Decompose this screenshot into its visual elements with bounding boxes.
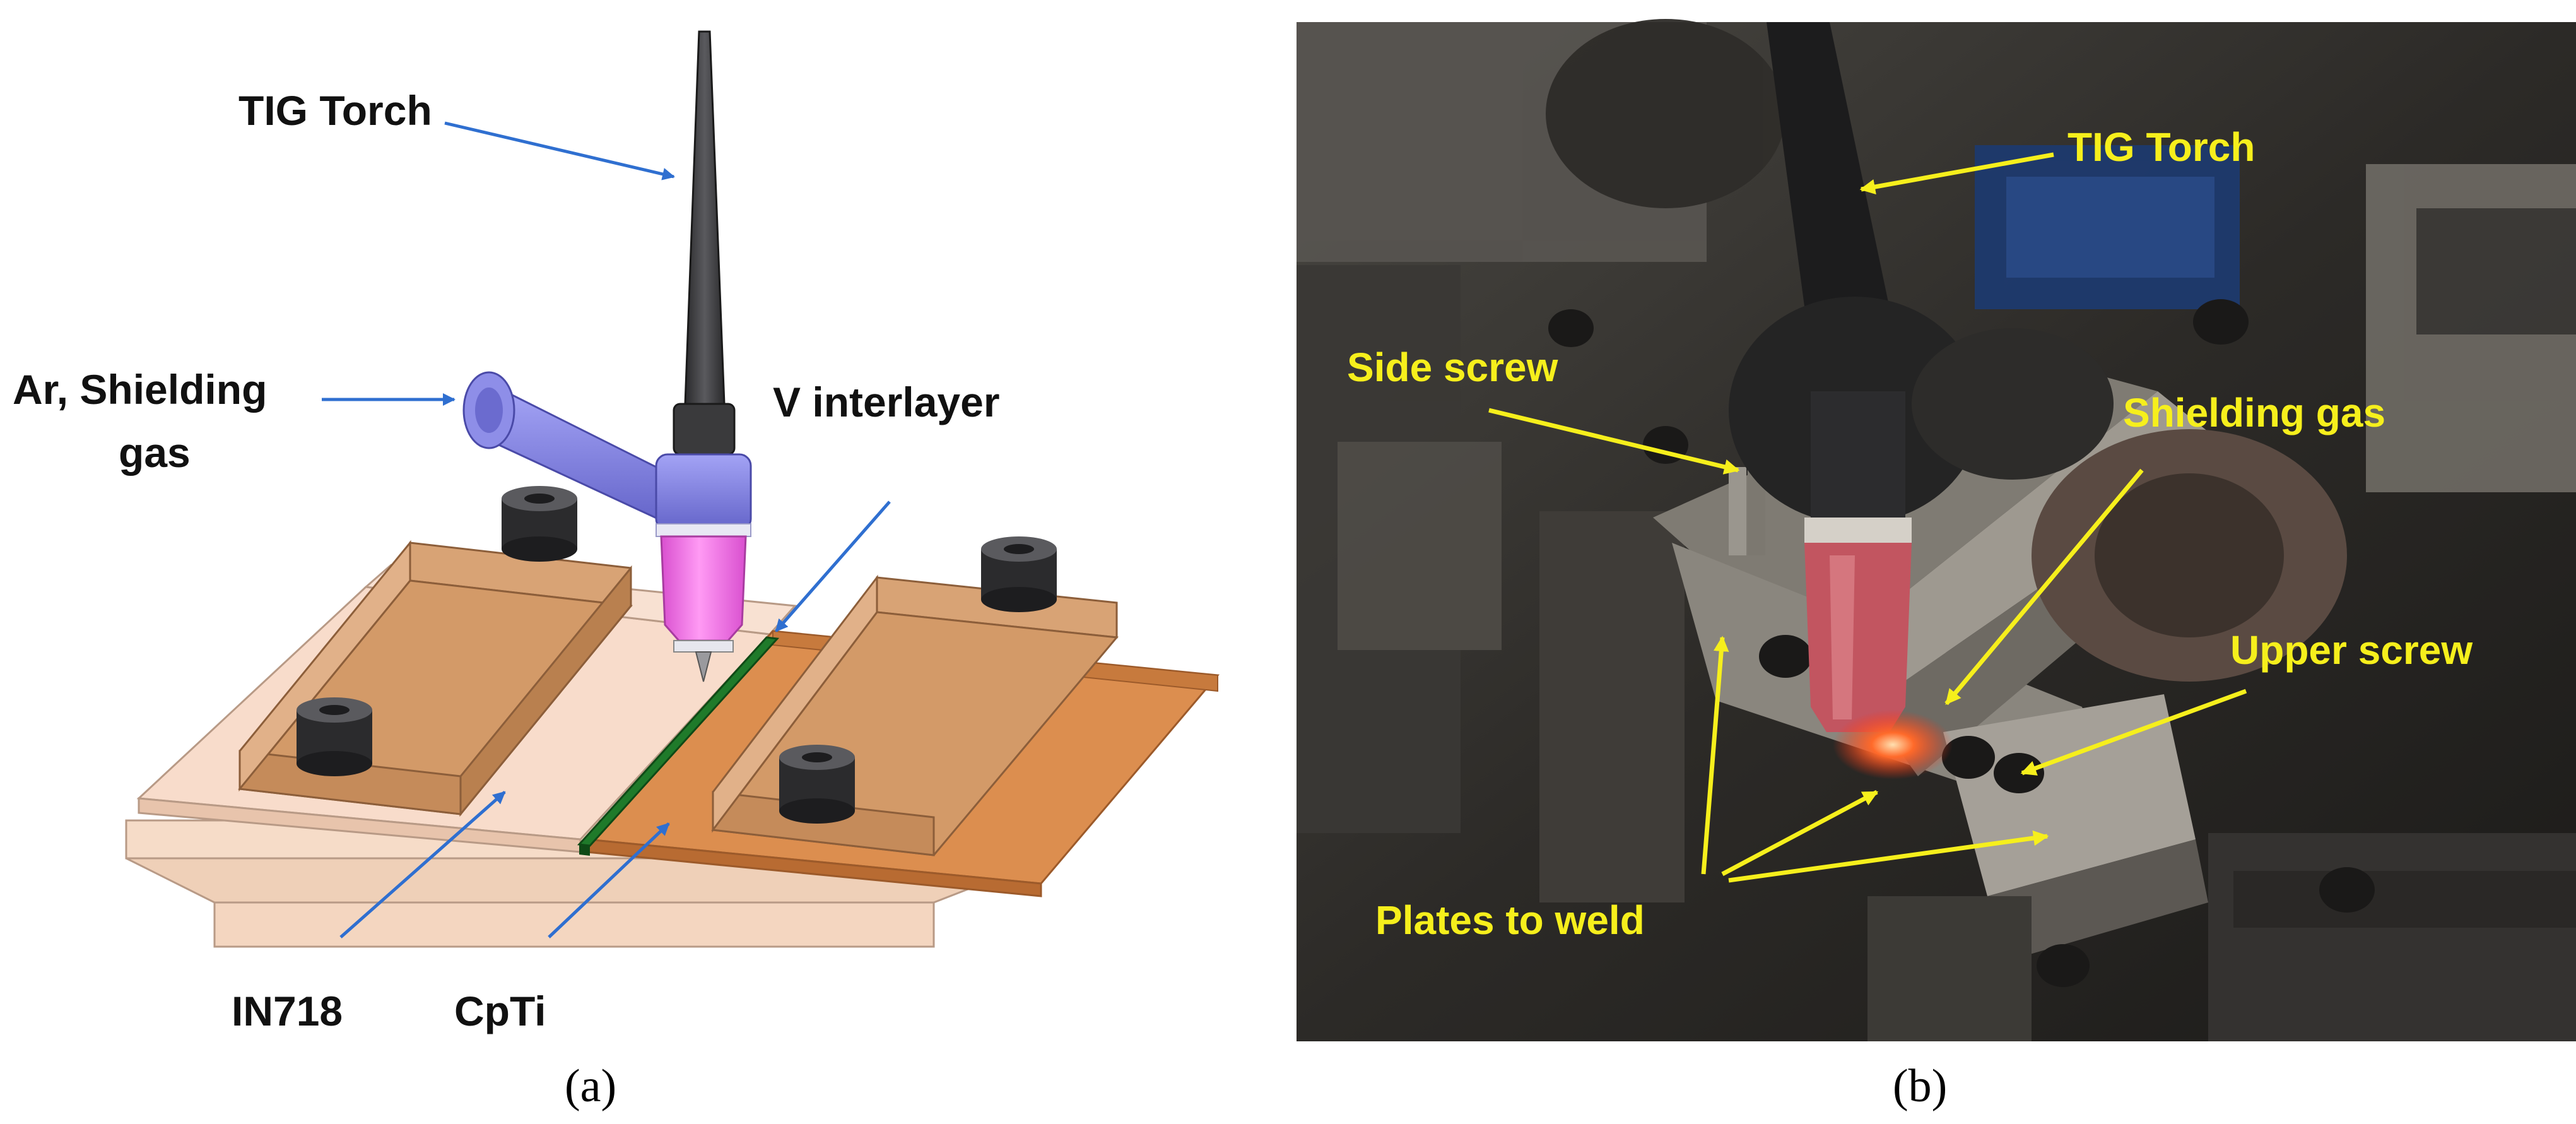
callout-arrows-b	[1488, 152, 2247, 883]
label-shielding-gas-line1: Ar, Shielding	[13, 366, 267, 413]
arrow-photo-shielding-gas	[1944, 468, 2144, 706]
gas-nozzle-arm	[462, 371, 683, 526]
arrow-plates-left	[1701, 636, 1729, 875]
label-shielding-gas-line2: gas	[119, 429, 191, 476]
panel-b-photo: TIG Torch Side screw Shielding gas Upper…	[1297, 19, 2576, 1112]
screw-2	[981, 536, 1057, 612]
photo-background	[1297, 19, 2576, 902]
caption-a: (a)	[565, 1060, 616, 1112]
callout-arrows-a	[322, 121, 891, 938]
label-photo-shielding-gas: Shielding gas	[2123, 390, 2385, 435]
arrow-plates-mid	[1721, 790, 1879, 877]
label-in718: IN718	[232, 988, 343, 1034]
arrow-side-screw	[1488, 408, 1740, 475]
arrow-photo-tig-torch	[1859, 152, 2054, 195]
label-side-screw: Side screw	[1347, 345, 1558, 390]
panel-a-schematic: TIG Torch Ar, Shielding gas V interlayer…	[13, 30, 1220, 1112]
ceramic-cup	[660, 535, 747, 682]
tig-torch-model	[462, 30, 752, 682]
screw-4	[779, 745, 855, 824]
photo-torch	[1729, 22, 2347, 779]
label-v-interlayer: V interlayer	[773, 379, 1000, 425]
arrow-upper-screw	[2020, 689, 2247, 776]
arrow-v-interlayer	[775, 500, 891, 632]
screw-3	[297, 697, 372, 776]
arrow-in718	[339, 791, 506, 938]
label-cpti: CpTi	[454, 988, 546, 1034]
arrow-cpti	[548, 822, 670, 938]
v-interlayer-strip	[577, 636, 780, 856]
label-tig-torch: TIG Torch	[238, 87, 432, 134]
arrow-tig-torch	[444, 121, 675, 180]
arrow-plates-right	[1728, 830, 2049, 883]
clamp-screws	[297, 486, 1057, 824]
label-photo-tig-torch: TIG Torch	[2067, 124, 2255, 170]
label-plates-to-weld: Plates to weld	[1375, 897, 1645, 943]
caption-b: (b)	[1893, 1060, 1947, 1112]
screw-1	[502, 486, 577, 562]
label-upper-screw: Upper screw	[2230, 627, 2473, 673]
